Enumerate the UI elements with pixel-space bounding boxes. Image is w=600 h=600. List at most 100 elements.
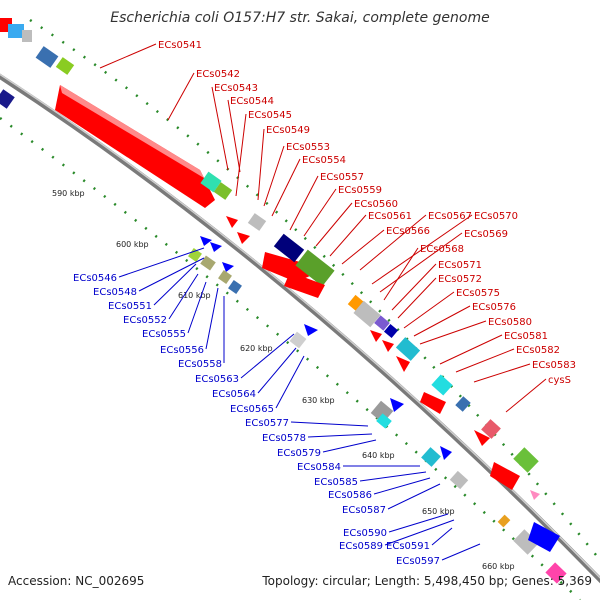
leader-ECs0561	[329, 214, 367, 257]
leader-ECs0553	[263, 145, 285, 207]
feature-cysS	[490, 462, 520, 490]
gene-label-ECs0576: ECs0576	[472, 302, 516, 313]
gene-label-ECs0578: ECs0578	[262, 433, 306, 444]
feature-ECs0558	[228, 280, 242, 294]
leader-ECs0582	[455, 348, 515, 373]
feature-ECs0580	[455, 396, 471, 412]
gene-label-ECs0558: ECs0558	[178, 359, 222, 370]
gene-label-ECs0565: ECs0565	[230, 404, 274, 415]
scale-tick-label: 610 kbp	[178, 291, 211, 300]
leader-cysS	[505, 378, 547, 413]
gene-label-ECs0580: ECs0580	[488, 317, 532, 328]
gene-label-ECs0582: ECs0582	[516, 345, 560, 356]
reverse-feature-track	[0, 46, 567, 584]
leader-ECs0545	[235, 113, 247, 197]
feature-ECs0567	[374, 315, 390, 331]
gene-label-ECs0560: ECs0560	[354, 199, 398, 210]
gene-label-ECs0590: ECs0590	[343, 528, 387, 539]
feature-ECs0576	[420, 392, 446, 414]
feature-ECs0570	[382, 340, 394, 352]
leader-ECs0551	[153, 263, 197, 306]
feature-ECs0541-shade	[60, 85, 204, 178]
genome-title: Escherichia coli O157:H7 str. Sakai, com…	[110, 10, 490, 26]
gene-label-ECs0541: ECs0541	[158, 40, 202, 51]
gene-label-ECs0552: ECs0552	[123, 315, 167, 326]
gene-label-ECs0564: ECs0564	[212, 389, 256, 400]
leader-ECs0563	[240, 333, 295, 379]
leader-ECs0590	[388, 513, 449, 533]
gene-label-ECs0563: ECs0563	[195, 374, 239, 385]
scale-tick-label: 630 kbp	[302, 396, 335, 405]
feature-ECs0566	[353, 300, 381, 328]
gene-label-ECs0584: ECs0584	[297, 462, 341, 473]
gene-label-ECs0568: ECs0568	[420, 244, 464, 255]
accession-label: Accession: NC_002695	[8, 574, 145, 588]
leader-ECs0589	[384, 519, 455, 546]
gene-label-ECs0556: ECs0556	[160, 345, 204, 356]
feature-left-navy	[0, 89, 15, 109]
scale-tick-label: 650 kbp	[422, 507, 455, 516]
leader-ECs0597	[441, 543, 481, 561]
leader-ECs0559	[303, 188, 337, 237]
feature-ECs0554	[262, 252, 310, 282]
feature-ECs0583	[513, 447, 539, 473]
gene-label-ECs0583: ECs0583	[532, 360, 576, 371]
feature-ECs0586	[449, 470, 469, 490]
feature-ECs0549	[247, 213, 267, 231]
leader-ECs0554	[271, 158, 301, 217]
gene-label-ECs0557: ECs0557	[320, 172, 364, 183]
gene-label-ECs0545: ECs0545	[248, 110, 292, 121]
leader-ECs0548	[138, 257, 205, 292]
leader-ECs0578	[307, 433, 373, 438]
leader-ECs0572	[397, 277, 437, 319]
feature-ECs0590	[513, 529, 539, 555]
feature-ECs0575	[431, 374, 453, 396]
feature-ECs0568	[383, 323, 399, 339]
gene-label-ECs0572: ECs0572	[438, 274, 482, 285]
scale-labels: 590 kbp 600 kbp 610 kbp 620 kbp 630 kbp …	[52, 189, 515, 571]
feature-ECs0559	[295, 249, 335, 287]
gene-label-ECs0585: ECs0585	[314, 477, 358, 488]
feature-ECs0597	[545, 562, 567, 584]
gene-label-ECs0591: ECs0591	[386, 541, 430, 552]
feature-ECs0571	[395, 337, 421, 361]
leader-ECs0542	[167, 72, 195, 121]
leader-ECs0586	[373, 477, 431, 495]
feature-ECs0577	[390, 398, 404, 412]
feature-ECs0551	[188, 248, 202, 262]
leader-ECs0565	[275, 355, 305, 409]
forward-feature-track	[0, 18, 540, 500]
feature-ECs0552	[200, 255, 216, 271]
leader-ECs0585	[359, 471, 427, 482]
gene-label-ECs0548: ECs0548	[93, 287, 137, 298]
genome-backbone	[0, 73, 600, 584]
feature-ECs0557	[273, 233, 305, 263]
feature-ECs0555	[222, 262, 234, 272]
leader-ECs0571	[391, 263, 437, 311]
leader-ECs0543	[211, 86, 229, 171]
feature-ECs0581	[481, 419, 501, 439]
scale-tick-label: 620 kbp	[240, 344, 273, 353]
feature-ECs0560	[284, 272, 325, 298]
feature-ECs0569	[370, 330, 382, 342]
leader-ECs0566	[341, 229, 385, 265]
leader-ECs0552	[168, 273, 199, 320]
gene-label-ECs0553: ECs0553	[286, 142, 330, 153]
feature-ECs0572	[396, 356, 410, 372]
gene-label-ECs0555: ECs0555	[142, 329, 186, 340]
gene-label-ECs0566: ECs0566	[386, 226, 430, 237]
feature-ECs0544	[213, 182, 233, 200]
feature-left-blue	[35, 46, 59, 68]
leader-ECs0541	[99, 43, 157, 69]
gene-label-ECs0546: ECs0546	[73, 273, 117, 284]
gene-label-ECs0567: ECs0567	[428, 211, 472, 222]
gene-label-ECs0579: ECs0579	[277, 448, 321, 459]
gene-label-ECs0577: ECs0577	[245, 418, 289, 429]
gene-label-ECs0569: ECs0569	[464, 229, 508, 240]
feature-ECs0563	[304, 324, 318, 336]
feature-ECs0541	[55, 85, 215, 208]
inner-ring-guide	[0, 116, 581, 600]
gene-label-ECs0571: ECs0571	[438, 260, 482, 271]
feature-ECs0584	[440, 446, 452, 460]
feature-ECs0579	[376, 413, 392, 429]
